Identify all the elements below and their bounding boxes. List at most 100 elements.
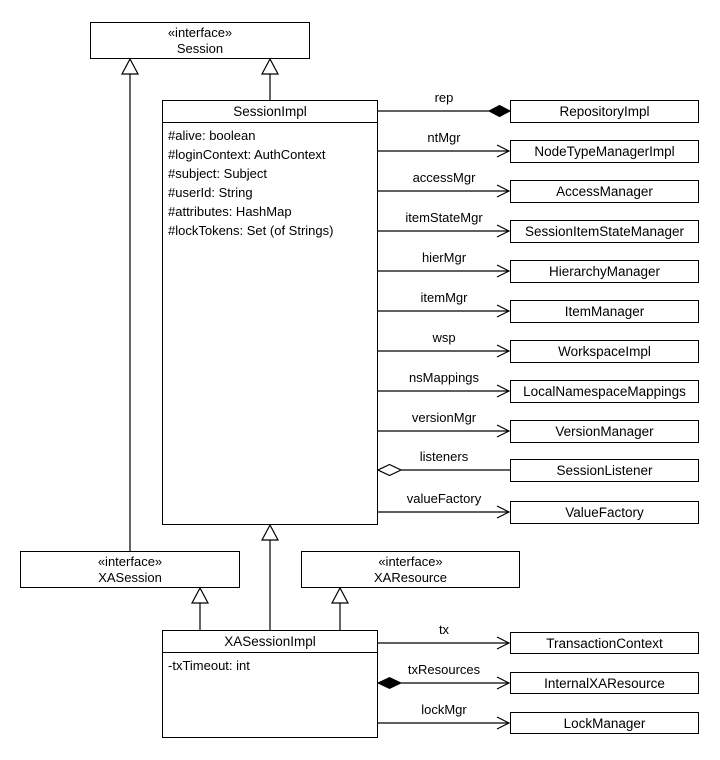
class-name: WorkspaceImpl xyxy=(558,344,651,359)
class-name: SessionItemStateManager xyxy=(524,224,685,239)
association-tx xyxy=(378,636,511,650)
class-box-access-manager: AccessManager xyxy=(510,180,699,203)
class-name: AccessManager xyxy=(556,184,653,199)
generalization-xasessionimpl-to-xasession xyxy=(191,586,209,630)
association-label-wsp: wsp xyxy=(432,330,456,345)
attribute-line: -txTimeout: int xyxy=(168,658,250,673)
association-lockmgr xyxy=(378,716,511,730)
open-arrowhead-icon xyxy=(496,505,511,519)
generalization-triangle-icon xyxy=(331,586,349,604)
class-box-nodetype-manager-impl: NodeTypeManagerImpl xyxy=(510,140,699,163)
stereotype-label: «interface» xyxy=(167,24,233,40)
open-arrowhead-icon xyxy=(496,344,511,358)
stereotype-label: «interface» xyxy=(97,553,163,569)
association-rep xyxy=(378,104,512,118)
class-box-lock-manager: LockManager xyxy=(510,712,699,734)
class-box-xasession: «interface» XASession xyxy=(20,551,240,588)
association-hiermgr xyxy=(378,264,511,278)
open-arrowhead-icon xyxy=(496,304,511,318)
class-name: TransactionContext xyxy=(546,635,663,651)
class-box-value-factory: ValueFactory xyxy=(510,501,699,524)
class-box-internal-xaresource: InternalXAResource xyxy=(510,672,699,694)
attribute-line: #subject: Subject xyxy=(168,166,268,181)
attribute-compartment: -txTimeout: int xyxy=(163,653,377,675)
generalization-xasessionimpl-to-xaresource xyxy=(331,586,349,630)
association-label-tx: tx xyxy=(438,622,450,637)
open-arrowhead-icon xyxy=(496,224,511,238)
open-arrowhead-icon xyxy=(496,424,511,438)
association-label-accessmgr: accessMgr xyxy=(412,170,476,185)
stereotype-label: «interface» xyxy=(378,553,443,569)
open-arrowhead-icon xyxy=(496,676,511,690)
association-valuefactory xyxy=(378,505,511,519)
association-ntmgr xyxy=(378,144,511,158)
class-box-session: «interface» Session xyxy=(90,22,310,59)
association-label-nsmappings: nsMappings xyxy=(408,370,480,385)
class-box-session-item-state-manager: SessionItemStateManager xyxy=(510,220,699,243)
attribute-line: #userId: String xyxy=(168,185,253,200)
open-arrowhead-icon xyxy=(496,264,511,278)
class-box-repository-impl: RepositoryImpl xyxy=(510,100,699,123)
class-box-xasession-impl: XASessionImpl -txTimeout: int xyxy=(162,630,378,738)
class-name: LockManager xyxy=(563,715,646,731)
class-name: Session xyxy=(176,40,224,56)
association-label-versionmgr: versionMgr xyxy=(411,410,477,425)
class-name: HierarchyManager xyxy=(548,264,661,279)
class-box-transaction-context: TransactionContext xyxy=(510,632,699,654)
association-label-rep: rep xyxy=(434,90,454,105)
association-txresources xyxy=(376,676,511,690)
association-nsmappings xyxy=(378,384,511,398)
class-name: NodeTypeManagerImpl xyxy=(534,144,675,159)
class-box-session-listener: SessionListener xyxy=(510,459,699,482)
open-arrowhead-icon xyxy=(496,636,511,650)
class-name: SessionListener xyxy=(556,463,653,478)
open-arrowhead-icon xyxy=(496,184,511,198)
class-box-workspace-impl: WorkspaceImpl xyxy=(510,340,699,363)
attribute-line: #alive: boolean xyxy=(168,128,256,143)
association-itemstatemgr xyxy=(378,224,511,238)
association-versionmgr xyxy=(378,424,511,438)
class-name: ItemManager xyxy=(564,304,645,319)
generalization-triangle-icon xyxy=(121,57,139,75)
attribute-line: #loginContext: AuthContext xyxy=(168,147,326,162)
association-label-lockmgr: lockMgr xyxy=(421,702,467,717)
attribute-compartment: #alive: boolean #loginContext: AuthConte… xyxy=(163,123,377,240)
association-label-hiermgr: hierMgr xyxy=(421,250,467,265)
class-name: XASessionImpl xyxy=(163,631,377,653)
class-name: LocalNamespaceMappings xyxy=(523,384,686,399)
composition-diamond-icon xyxy=(376,676,403,690)
generalization-triangle-icon xyxy=(191,586,209,604)
class-name: InternalXAResource xyxy=(544,675,665,691)
aggregation-diamond-icon xyxy=(376,463,403,477)
attribute-line: #lockTokens: Set (of Strings) xyxy=(168,223,334,238)
generalization-xasession-to-session xyxy=(121,57,139,551)
association-label-listeners: listeners xyxy=(419,449,469,464)
open-arrowhead-icon xyxy=(496,144,511,158)
class-box-item-manager: ItemManager xyxy=(510,300,699,323)
generalization-triangle-icon xyxy=(261,523,279,541)
association-itemmgr xyxy=(378,304,511,318)
class-box-hierarchy-manager: HierarchyManager xyxy=(510,260,699,283)
association-label-ntmgr: ntMgr xyxy=(427,130,461,145)
attribute-line: #attributes: HashMap xyxy=(168,204,292,219)
class-name: RepositoryImpl xyxy=(559,104,650,119)
class-name: XAResource xyxy=(374,569,447,585)
class-box-xaresource: «interface» XAResource xyxy=(301,551,520,588)
association-listeners xyxy=(376,463,510,477)
association-wsp xyxy=(378,344,511,358)
generalization-xasessionimpl-to-sessionimpl xyxy=(261,523,279,630)
open-arrowhead-icon xyxy=(496,384,511,398)
class-name: VersionManager xyxy=(555,424,654,439)
class-box-session-impl: SessionImpl #alive: boolean #loginContex… xyxy=(162,100,378,525)
open-arrowhead-icon xyxy=(496,716,511,730)
association-label-txresources: txResources xyxy=(407,662,481,677)
association-label-itemstatemgr: itemStateMgr xyxy=(405,210,483,225)
association-label-itemmgr: itemMgr xyxy=(420,290,468,305)
class-name: SessionImpl xyxy=(163,101,377,123)
generalization-triangle-icon xyxy=(261,57,279,75)
class-name: XASession xyxy=(98,569,162,585)
generalization-sessionimpl-to-session xyxy=(261,57,279,100)
association-accessmgr xyxy=(378,184,511,198)
